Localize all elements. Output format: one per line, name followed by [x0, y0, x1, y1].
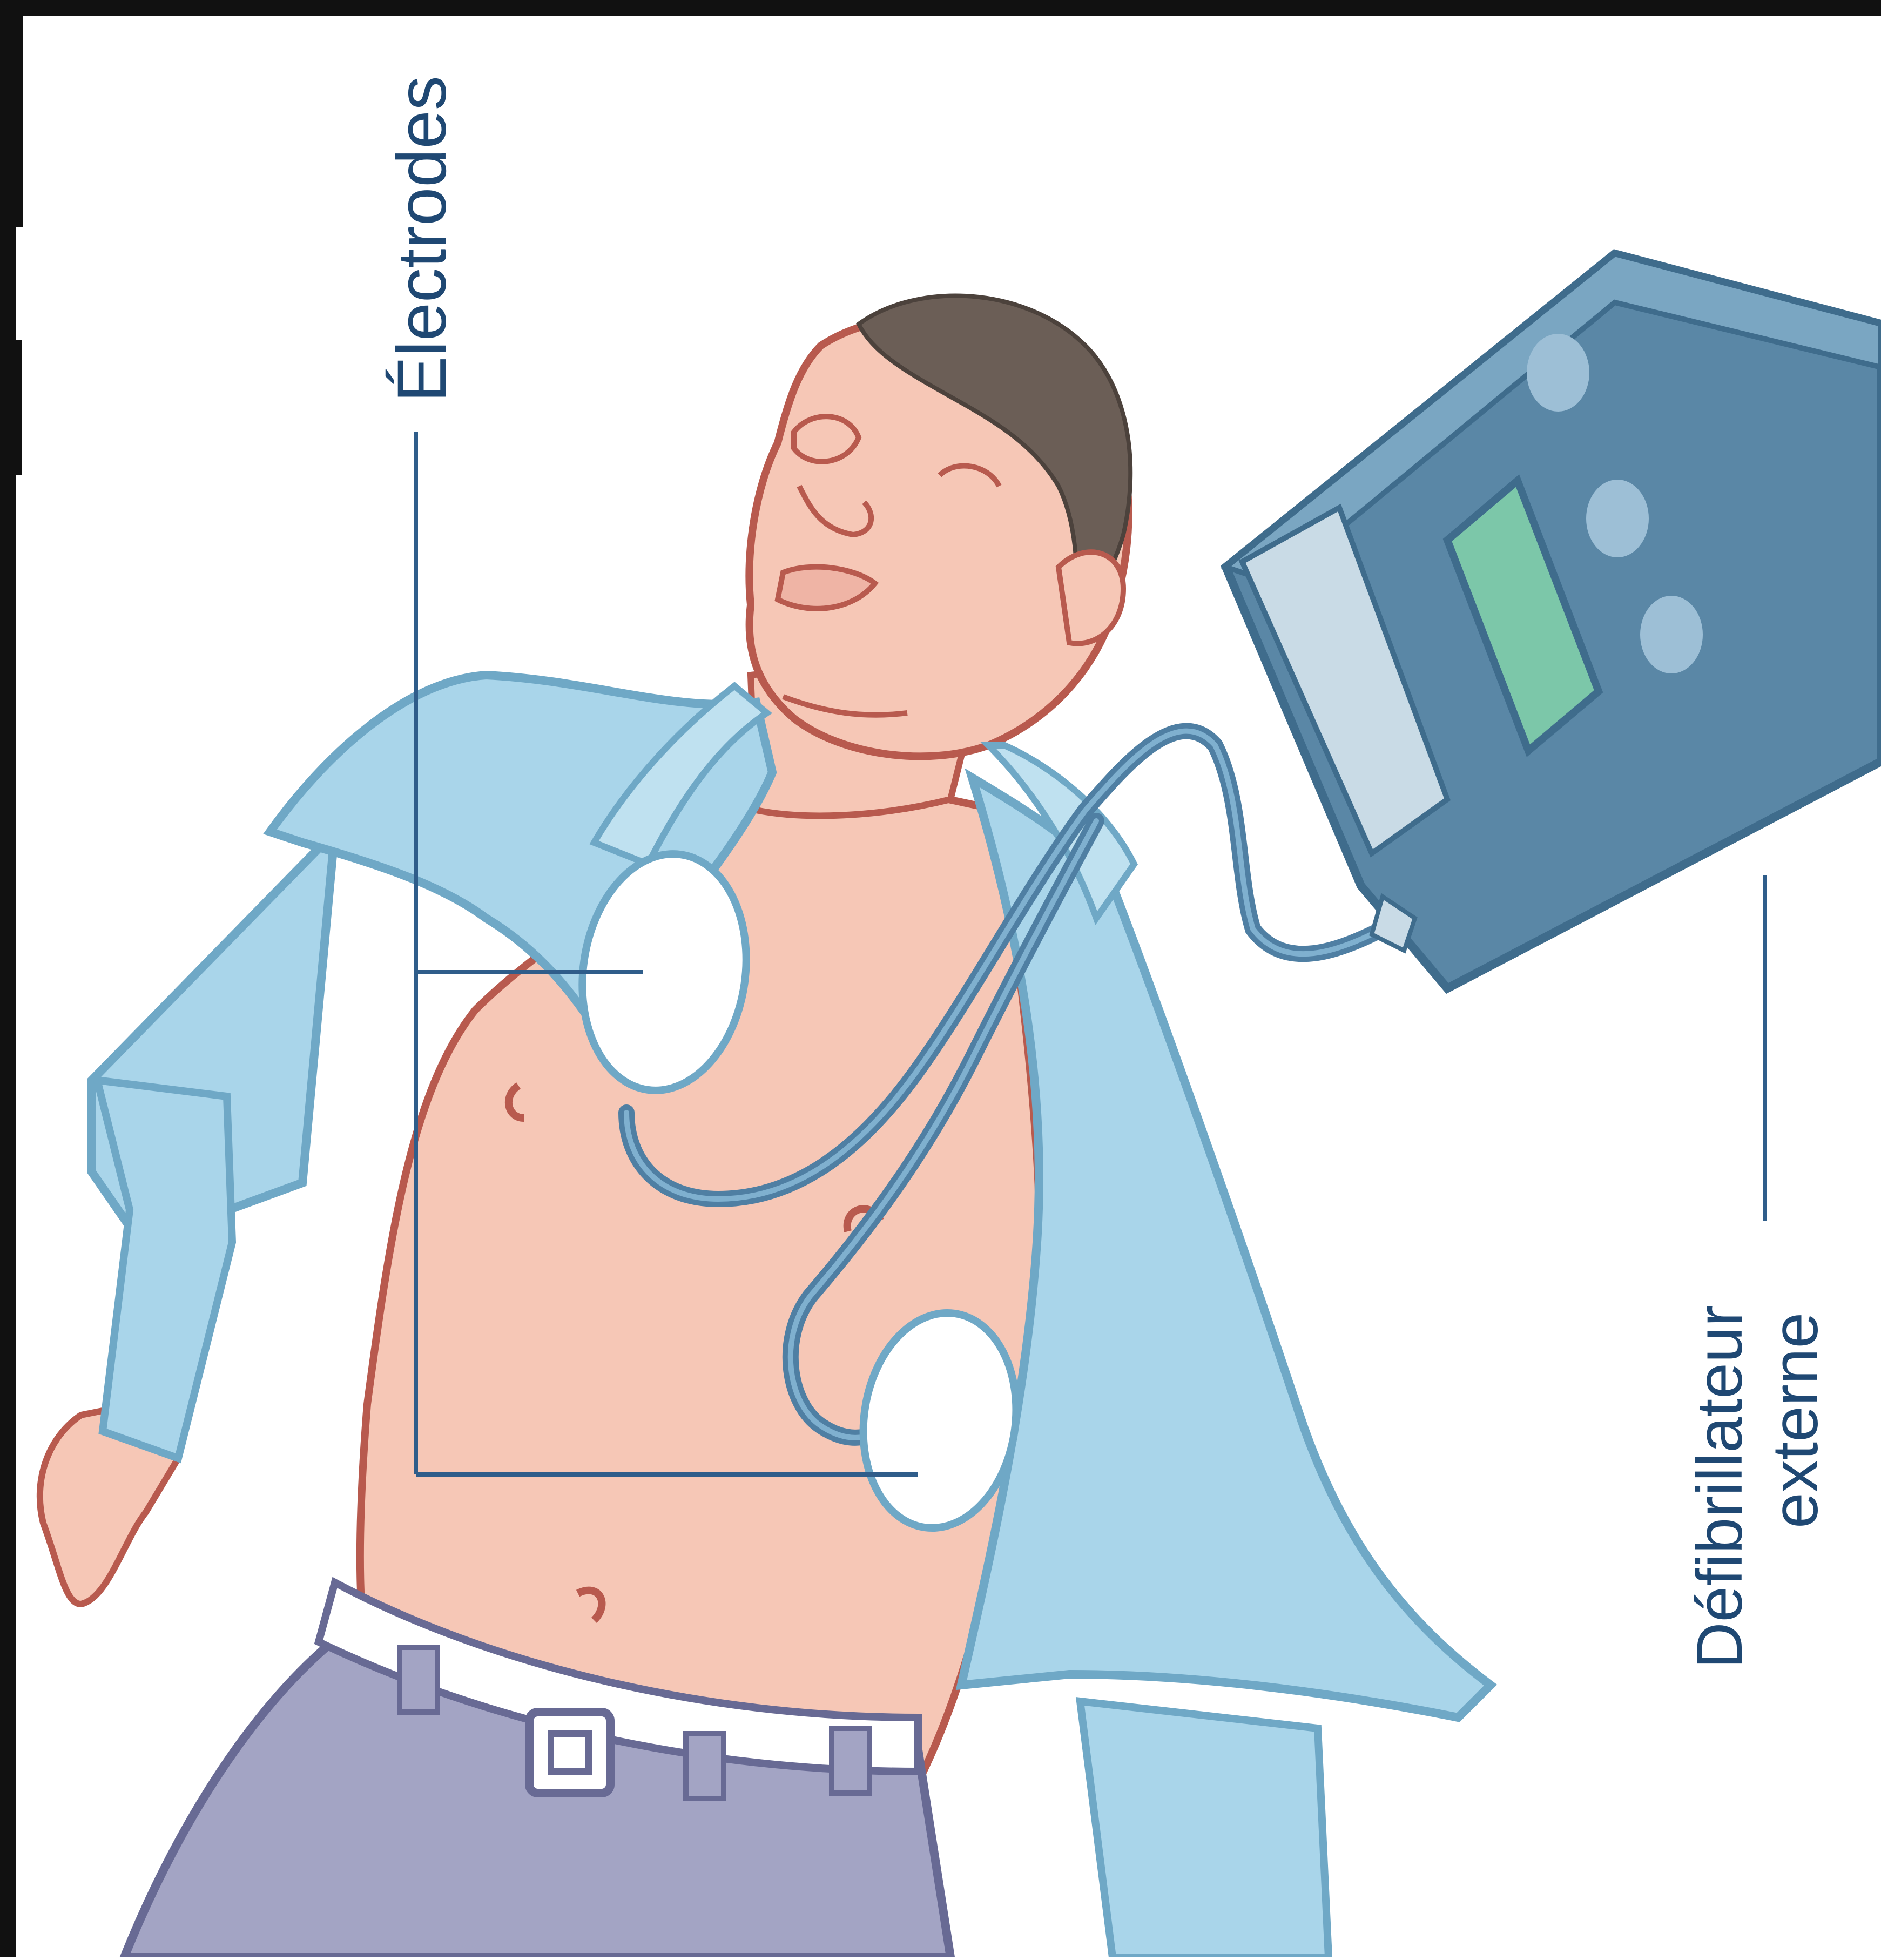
left-border-notch	[16, 340, 22, 475]
belt-loop	[400, 1647, 437, 1712]
top-border	[0, 0, 1881, 16]
electrodes-label: Électrodes	[383, 76, 461, 402]
belt-buckle	[529, 1712, 610, 1793]
defibrillator-label-line1: Défibrillateur	[1683, 1305, 1756, 1669]
left-border	[0, 227, 16, 1957]
device-button-2	[1586, 480, 1649, 557]
belt-loop	[686, 1734, 724, 1799]
defibrillator-label-line2: externe	[1759, 1312, 1831, 1528]
device-button-3	[1640, 596, 1703, 673]
belt-loop	[832, 1728, 869, 1793]
right-sleeve	[1080, 1701, 1329, 1957]
device-button-1	[1527, 334, 1589, 412]
left-border-bar	[0, 0, 23, 227]
